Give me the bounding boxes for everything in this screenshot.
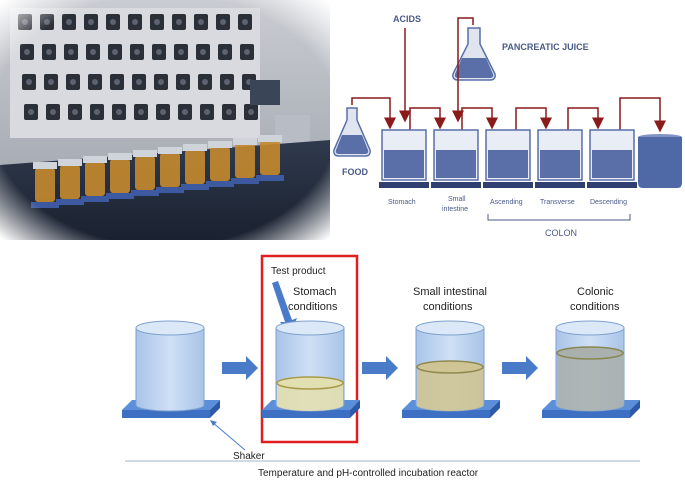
transverse-vessel-label: Transverse [540, 199, 575, 206]
lab-bioreactor-photo [0, 0, 330, 240]
small-intestinal-line2: conditions [423, 301, 473, 313]
small-vessel-label: Small [448, 196, 466, 203]
incubation-reactor [262, 320, 360, 418]
digestion-vessel [483, 129, 533, 188]
pancreatic-flask-icon [452, 27, 496, 81]
flow-arrow-icon [362, 356, 398, 380]
incubation-reactor [402, 320, 500, 418]
stomach-highlight-box [260, 254, 359, 444]
incubation-reactor [542, 320, 640, 418]
food-flask-icon [333, 107, 371, 157]
digestive-model-diagram: ACIDS PANCREATIC JUICE FOOD Stomach Smal… [333, 14, 682, 238]
flow-arrow-icon [222, 356, 258, 380]
stomach-conditions-line2: conditions [288, 301, 338, 313]
digestion-vessel [379, 129, 429, 188]
incubation-reactor-diagram: Test product Stomach conditions Small in… [122, 254, 640, 479]
caption: Temperature and pH-controlled incubation… [258, 468, 479, 479]
test-product-label: Test product [271, 266, 326, 277]
test-product-arrow-icon [272, 281, 297, 335]
descending-vessel-label: Descending [590, 199, 627, 206]
vessel-row [379, 129, 637, 188]
collection-container-icon [638, 134, 682, 188]
shaker-label: Shaker [233, 451, 265, 462]
acids-label: ACIDS [393, 14, 421, 24]
colon-bracket [487, 214, 631, 221]
shaker-pointer [211, 421, 246, 451]
transfer-tubes [351, 97, 666, 133]
food-label: FOOD [342, 167, 368, 177]
digestion-vessel [587, 129, 637, 188]
colon-label: COLON [545, 228, 577, 238]
flow-arrow-icon [502, 356, 538, 380]
ascending-vessel-label: Ascending [490, 199, 523, 206]
pancreatic-juice-label: PANCREATIC JUICE [502, 42, 589, 52]
pancreatic-arrow [452, 17, 474, 123]
stomach-vessel-label: Stomach [388, 199, 416, 206]
colonic-line1: Colonic [577, 286, 614, 298]
colonic-line2: conditions [570, 301, 620, 313]
incubation-reactor [122, 320, 220, 418]
small-intestinal-line1: Small intestinal [413, 286, 487, 298]
digestion-vessel [431, 129, 481, 188]
digestion-vessel [535, 129, 585, 188]
intestine-vessel-label: intestine [442, 206, 468, 213]
stomach-conditions-line1: Stomach [293, 286, 336, 298]
